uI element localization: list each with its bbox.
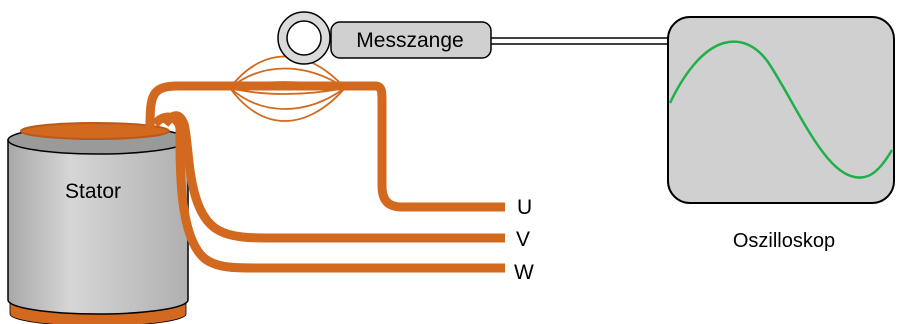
stator-label: Stator (65, 180, 121, 203)
stator-winding-ring (20, 122, 170, 140)
phase-label-u: U (517, 196, 532, 219)
probe-cable (491, 37, 668, 45)
clamp-ring-inner (286, 20, 322, 56)
wire-u (145, 81, 505, 212)
sine-signal (668, 40, 894, 179)
clamp-label: Messzange (356, 29, 463, 52)
oscilloscope: Oszilloskop (667, 16, 895, 252)
wire-w (151, 112, 505, 273)
oscilloscope-label: Oszilloskop (733, 230, 835, 252)
phase-wires (145, 81, 505, 273)
stator-body (7, 139, 189, 315)
phase-label-w: W (514, 261, 534, 284)
current-clamp: Messzange (277, 11, 492, 65)
stator: Stator (7, 122, 189, 324)
oscilloscope-screen (667, 16, 895, 204)
clamp-body (330, 21, 492, 59)
phase-label-v: V (516, 228, 530, 251)
wire-v (161, 111, 505, 243)
